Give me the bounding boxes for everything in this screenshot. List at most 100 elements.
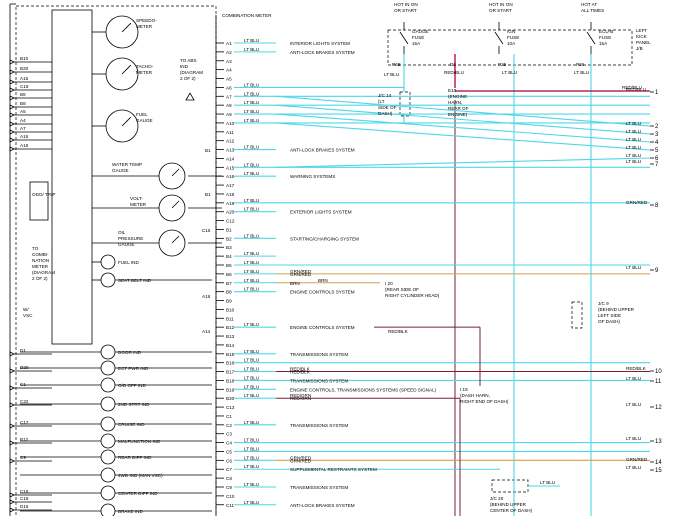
- fuse-wire-color: RED/BLU: [444, 70, 464, 75]
- right-wire-color: LT BLU: [626, 137, 641, 142]
- connector-pin: B8: [226, 290, 232, 295]
- pin-arrow: [9, 499, 15, 505]
- e10-label: E10: [448, 88, 457, 93]
- connector-pin: A11: [226, 130, 234, 135]
- indicator-lamp: [100, 503, 116, 516]
- jc14-label: DASH): [378, 111, 393, 116]
- wire-color-label: LT BLU: [540, 480, 555, 485]
- jc20-label: J/C 20: [490, 496, 504, 501]
- fuse-name: FUSE: [412, 35, 424, 40]
- destination-label: GRN/RED: [290, 272, 312, 277]
- wire-color-label: LT BLU: [244, 464, 259, 469]
- left-pin-label: C1: [20, 382, 26, 387]
- right-wire-color: LT BLU: [626, 402, 641, 407]
- connector-pin: B11: [226, 316, 234, 321]
- cluster-pin-label: A18: [202, 294, 211, 299]
- wire-color-label: LT BLU: [244, 420, 259, 425]
- connector-pin: A20: [226, 210, 235, 215]
- indicator-label: ECT PWR IND: [118, 366, 149, 371]
- connector-pin: C6: [226, 458, 232, 463]
- right-edge-ref: 2: [655, 124, 659, 130]
- destination-label: ENGINE CONTROLS SYSTEM: [290, 290, 355, 295]
- fuse-symbol: [494, 22, 504, 54]
- wire-color-label: BRN: [318, 278, 328, 283]
- fuse-header: HOT AT: [581, 2, 597, 7]
- connector-pin: B9: [226, 299, 232, 304]
- connector-pin: B15: [226, 352, 235, 357]
- connector-pin: B7: [226, 281, 232, 286]
- pin-arrow: [9, 112, 15, 118]
- pin-arrow: [9, 87, 15, 93]
- connector-pin: B1: [226, 227, 232, 232]
- connector-pin: B3: [226, 245, 232, 250]
- connector-pin: B18: [226, 378, 235, 383]
- connector-pin: B13: [226, 334, 235, 339]
- i20-label: (REAR SIDE OF: [385, 287, 419, 292]
- connector-pin: B2: [226, 236, 232, 241]
- wire-color-label: LT BLU: [244, 287, 259, 292]
- indicator-lamp: [100, 360, 116, 376]
- fuse-name: GAUGE: [412, 29, 429, 34]
- odo-trip-label: ODO/ TRIP: [32, 192, 55, 197]
- cluster-pin-label: B1: [205, 148, 211, 153]
- wire-color-label: LT BLU: [244, 349, 259, 354]
- kick-panel-label: KICK: [636, 34, 648, 39]
- right-wire-color: LT BLU: [626, 145, 641, 150]
- wire-color-label: GRN/RED: [290, 269, 312, 274]
- indicator-label: BRAKE IND: [118, 509, 143, 514]
- indicator-label: SEAT BELT IND: [118, 278, 152, 283]
- connector-pin: C8: [226, 476, 232, 481]
- right-edge-ref: 13: [655, 439, 662, 445]
- ground-triangle: [185, 92, 195, 101]
- to-comb-meter-note: 2 OF 2): [32, 276, 48, 281]
- indicator-lamp: [100, 467, 116, 483]
- diagonal-bus-wire: [275, 157, 651, 168]
- connector-pin: A19: [226, 201, 235, 206]
- pin-arrow: [9, 69, 15, 75]
- left-pin-label: C9: [20, 455, 26, 460]
- connector-pin: B4: [226, 254, 232, 259]
- fuse-symbol: [586, 22, 596, 54]
- connector-pin: C12: [226, 219, 235, 224]
- wire-color-label: LT BLU: [244, 38, 259, 43]
- fuse-wire-color: LT BLU: [502, 70, 517, 75]
- fuse-pin: D2: [450, 62, 456, 67]
- wire-color-label: LT BLU: [244, 233, 259, 238]
- i19-label: I 19: [460, 387, 468, 392]
- destination-label: TRANSMISSIONS SYSTEM: [290, 352, 348, 357]
- wire-color-label: RED/BLK: [290, 367, 311, 372]
- right-edge-ref: 4: [655, 140, 659, 146]
- indicator-lamp: [100, 377, 116, 393]
- right-edge-ref: 15: [655, 468, 662, 474]
- right-edge-ref: 10: [655, 369, 662, 375]
- jc20-connector: [491, 479, 529, 493]
- fuse-pin: P26: [576, 62, 585, 67]
- fuse-pin: P25: [498, 62, 507, 67]
- left-pin-label: D20: [20, 365, 29, 370]
- right-wire-color: GRN/RED: [626, 457, 648, 462]
- diagonal-bus-wire: [275, 122, 651, 151]
- left-pin-label: D1: [20, 348, 26, 353]
- connector-pin: B17: [226, 370, 235, 375]
- to-abs-note: (DIAGRAM: [180, 70, 203, 75]
- indicator-lamp: [100, 449, 116, 465]
- fuse-pin: P6B: [392, 62, 401, 67]
- left-pin-label: B10: [20, 56, 29, 61]
- left-pin-label: A7: [20, 126, 26, 131]
- indicator-lamp: [100, 254, 116, 270]
- jc9-label: (BEHIND UPPER: [598, 307, 635, 312]
- connector-pin: A9: [226, 112, 232, 117]
- fuse-name: 15A: [412, 41, 421, 46]
- meter-circuit-board: [51, 9, 93, 345]
- connector-pin: A16: [226, 174, 235, 179]
- connector-pin: A12: [226, 139, 235, 144]
- destination-label: ENGINE CONTROLS, TRANSMISSIONS SYSTEMS (…: [290, 387, 437, 392]
- cluster-pin-label: A14: [202, 329, 211, 334]
- pin-arrow: [9, 79, 15, 85]
- right-wire-color: LT BLU: [626, 376, 641, 381]
- right-edge-ref: 14: [655, 460, 662, 466]
- connector-pin: C4: [226, 441, 232, 446]
- indicator-label: REAR DIFF IND: [118, 455, 152, 460]
- i19-label: RIGHT END OF DASH): [460, 399, 509, 404]
